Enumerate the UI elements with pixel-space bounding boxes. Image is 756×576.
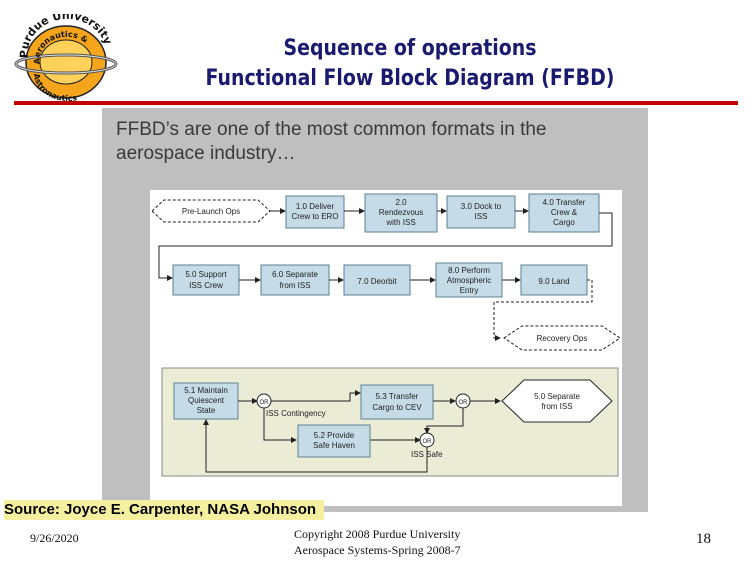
copyright-line1: Copyright 2008 Purdue University (294, 527, 461, 541)
source-citation: Source: Joyce E. Carpenter, NASA Johnson (4, 500, 325, 520)
page-number: 18 (696, 531, 711, 547)
recovery-ops-node: Recovery Ops (503, 325, 621, 351)
prelaunch-ops-label: Pre-Launch Ops (182, 207, 240, 216)
purdue-logo: Purdue University Aeronautics & Astronau… (14, 9, 118, 106)
svg-text:9.0 Land: 9.0 Land (538, 277, 569, 286)
block-9-0: 9.0 Land (520, 264, 588, 296)
or-gate-1: OR (256, 393, 272, 409)
svg-text:OR: OR (260, 400, 270, 406)
or-gate-3: OR (419, 432, 435, 448)
slide-title-line2: Functional Flow Block Diagram (FFBD) (205, 66, 615, 91)
slide-title-line1: Sequence of operations (283, 36, 537, 61)
figure-heading: FFBD’s are one of the most common format… (116, 118, 636, 166)
recovery-ops-label: Recovery Ops (537, 334, 588, 343)
svg-text:OR: OR (423, 439, 433, 445)
or-gate-2: OR (455, 393, 471, 409)
copyright-line2: Aerospace Systems-Spring 2008-7 (294, 543, 461, 557)
svg-text:OR: OR (459, 400, 469, 406)
figure-heading-line2: aerospace industry… (116, 143, 296, 164)
prelaunch-ops-node: Pre-Launch Ops (151, 199, 271, 223)
iss-contingency-label: ISS Contingency (266, 409, 326, 418)
block-7-0: 7.0 Deorbit (343, 264, 411, 296)
footer-copyright: Copyright 2008 Purdue University Aerospa… (294, 526, 461, 558)
title-divider (14, 101, 738, 105)
footer-date: 9/26/2020 (30, 531, 79, 545)
svg-text:7.0 Deorbit: 7.0 Deorbit (357, 277, 397, 286)
figure-heading-line1: FFBD’s are one of the most common format… (116, 119, 547, 140)
